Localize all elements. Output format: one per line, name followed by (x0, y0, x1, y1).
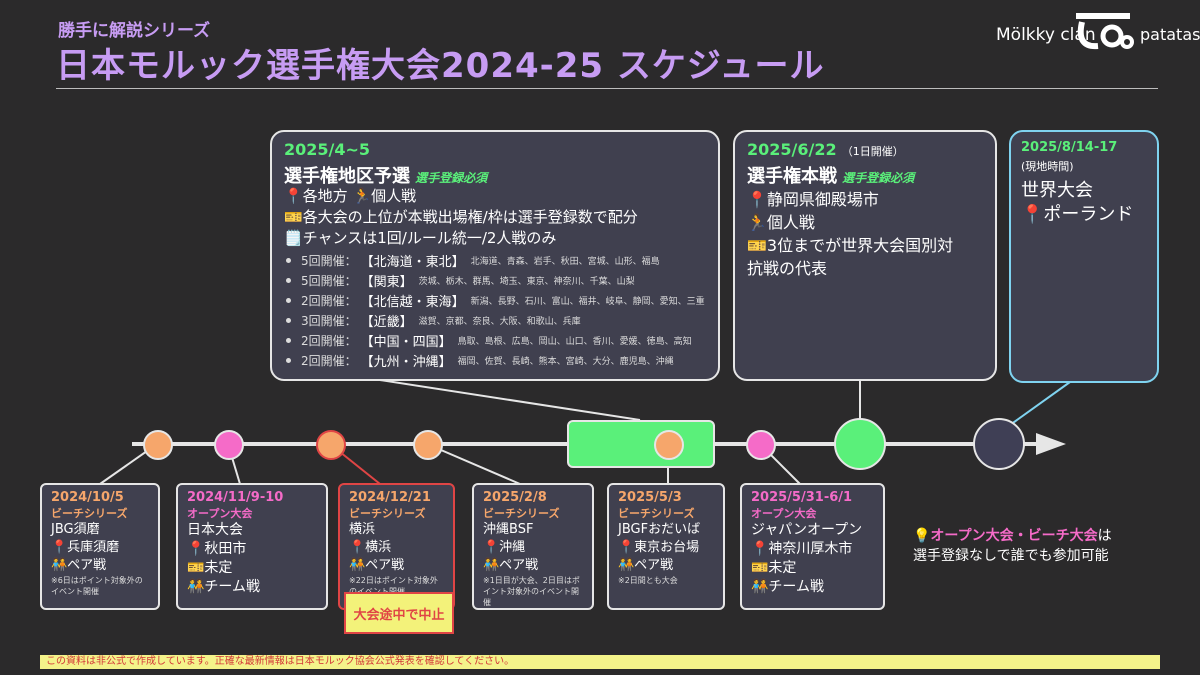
event-date: 2025/2/8 (483, 490, 547, 505)
event-type: ビーチシリーズ (618, 507, 695, 520)
event-date: 2024/10/5 (51, 490, 124, 505)
event-date: 2024/11/9-10 (187, 490, 284, 505)
timeline-dot-okinawa (413, 430, 443, 460)
event-name: JBG須磨 (51, 522, 100, 537)
event-card-yokohama: 2024/12/21 ビーチシリーズ 横浜 📍横浜 🧑‍🤝‍🧑ペア戦 ※22日は… (338, 483, 455, 610)
list-item: 2回開催：【北信越・東海】新潟、長野、石川、富山、福井、岐阜、静岡、愛知、三重 (284, 290, 705, 310)
main-event-qualify: 🎫3位までが世界大会国別対 (747, 236, 954, 255)
event-format: 🧑‍🤝‍🧑ペア戦 (618, 558, 674, 573)
timeline-dot-odaiba (654, 430, 684, 460)
main-event-name: 選手権本戦 (747, 166, 837, 187)
event-place: 📍神奈川厚木市 (751, 541, 853, 557)
event-card-atsugi: 2025/5/31-6/1 オープン大会 ジャパンオープン 📍神奈川厚木市 🎫未… (740, 483, 885, 610)
disclaimer-footer: この資料は非公式で作成しています。正確な最新情報は日本モルック協会公式発表を確認… (40, 655, 1160, 669)
event-name: ジャパンオープン (751, 522, 863, 538)
timeline-dot-sume (143, 430, 173, 460)
event-date: 2024/12/21 (349, 490, 431, 505)
open-note-line2: 選手登録なしで誰でも参加可能 (913, 548, 1109, 564)
page-title: 日本モルック選手権大会2024-25 スケジュール (56, 46, 825, 86)
event-card-akita: 2024/11/9-10 オープン大会 日本大会 📍秋田市 🎫未定 🧑‍🤝‍🧑チ… (176, 483, 328, 610)
event-note: ※6日はポイント対象外のイベント開催 (51, 576, 143, 596)
timeline-arrow-icon (1036, 433, 1066, 455)
patatas-logo-icon (1076, 13, 1134, 50)
world-date: 2025/8/14-17 (1021, 140, 1118, 155)
event-place: 📍沖縄 (483, 540, 526, 555)
regional-period-bar (567, 420, 715, 468)
main-event-tag: 選手登録必須 (842, 171, 915, 185)
event-place: 📍東京お台場 (618, 540, 700, 555)
main-event-format: 🏃個人戦 (747, 213, 815, 232)
event-format: 🧑‍🤝‍🧑ペア戦 (349, 558, 405, 573)
region-list: 5回開催：【北海道・東北】北海道、青森、岩手、秋田、宮城、山形、福島 5回開催：… (284, 250, 705, 370)
open-event-note: 💡オープン大会・ビーチ大会は 選手登録なしで誰でも参加可能 (913, 526, 1112, 566)
event-place: 📍横浜 (349, 540, 392, 555)
list-item: 5回開催：【関東】茨城、栃木、群馬、埼玉、東京、神奈川、千葉、山梨 (284, 270, 705, 290)
timeline-dot-japan-open-atsugi (746, 430, 776, 460)
event-card-okinawa: 2025/2/8 ビーチシリーズ 沖縄BSF 📍沖縄 🧑‍🤝‍🧑ペア戦 ※1日目… (472, 483, 594, 610)
event-card-sume: 2024/10/5 ビーチシリーズ JBG須磨 📍兵庫須磨 🧑‍🤝‍🧑ペア戦 ※… (40, 483, 160, 610)
regional-date: 2025/4~5 (284, 140, 371, 159)
open-note-highlight: 💡オープン大会・ビーチ大会 (913, 528, 1098, 544)
event-card-odaiba: 2025/5/3 ビーチシリーズ JBGFおだいば 📍東京お台場 🧑‍🤝‍🧑ペア… (607, 483, 725, 610)
timeline-dot-main-event (834, 418, 886, 470)
event-name: JBGFおだいば (618, 522, 701, 537)
header-divider (56, 88, 1158, 89)
event-note: ※22日はポイント対象外のイベント開催 (349, 576, 438, 596)
world-championship-card: 2025/8/14-17 (現地時間) 世界大会 📍ポーランド (1009, 130, 1159, 383)
event-ticket: 🎫未定 (751, 560, 797, 576)
event-date: 2025/5/3 (618, 490, 682, 505)
event-ticket: 🎫未定 (187, 560, 233, 576)
event-format: 🧑‍🤝‍🧑チーム戦 (187, 579, 261, 595)
event-name: 沖縄BSF (483, 522, 534, 537)
main-event-date: 2025/6/22 (747, 140, 837, 159)
event-format: 🧑‍🤝‍🧑チーム戦 (751, 579, 825, 595)
regional-tag: 選手登録必須 (415, 171, 488, 185)
event-format: 🧑‍🤝‍🧑ペア戦 (483, 558, 539, 573)
brand-name-right: patatas (1140, 25, 1200, 44)
regional-name: 選手権地区予選 (284, 166, 410, 187)
event-type: オープン大会 (187, 507, 253, 520)
event-note: ※2日間とも大会 (618, 576, 678, 585)
timeline-dot-japan-open-akita (214, 430, 244, 460)
open-note-suffix: は (1097, 528, 1112, 544)
event-date: 2025/5/31-6/1 (751, 490, 853, 505)
timeline-dot-world (973, 418, 1025, 470)
main-event-card: 2025/6/22 （1日開催） 選手権本戦 選手登録必須 📍静岡県御殿場市 🏃… (733, 130, 997, 381)
event-format: 🧑‍🤝‍🧑ペア戦 (51, 558, 107, 573)
list-item: 5回開催：【北海道・東北】北海道、青森、岩手、秋田、宮城、山形、福島 (284, 250, 705, 270)
event-name: 日本大会 (187, 522, 243, 538)
event-place: 📍兵庫須磨 (51, 540, 120, 555)
list-item: 2回開催：【九州・沖縄】福岡、佐賀、長崎、熊本、宮崎、大分、鹿児島、沖縄 (284, 350, 705, 370)
event-place: 📍秋田市 (187, 541, 247, 557)
list-item: 2回開催：【中国・四国】鳥取、島根、広島、岡山、山口、香川、愛媛、徳島、高知 (284, 330, 705, 350)
main-event-note: （1日開催） (841, 145, 904, 158)
event-type: オープン大会 (751, 507, 817, 520)
event-type: ビーチシリーズ (51, 507, 128, 520)
world-name: 世界大会 (1021, 180, 1093, 201)
regional-line2: 🎫各大会の上位が本戦出場権/枠は選手登録数で配分 (284, 208, 638, 226)
cancelled-badge: 大会途中で中止 (344, 592, 454, 634)
regional-line1: 📍各地方 🏃個人戦 (284, 187, 417, 205)
event-type: ビーチシリーズ (483, 507, 560, 520)
event-note: ※1日目が大会、2日目はポイント対象外のイベント開催 (483, 576, 580, 607)
list-item: 3回開催：【近畿】滋賀、京都、奈良、大阪、和歌山、兵庫 (284, 310, 705, 330)
event-name: 横浜 (349, 522, 376, 537)
main-event-qualify-2: 抗戦の代表 (747, 259, 828, 278)
event-type: ビーチシリーズ (349, 507, 426, 520)
brand-name-left: Mölkky clan (996, 25, 1096, 45)
world-place: 📍ポーランド (1021, 204, 1134, 225)
main-event-place: 📍静岡県御殿場市 (747, 190, 879, 209)
timeline-dot-yokohama (316, 430, 346, 460)
regional-line3: 🗒️チャンスは1回/ルール統一/2人戦のみ (284, 229, 557, 247)
series-subtitle: 勝手に解説シリーズ (58, 21, 211, 41)
regional-qualifier-card: 2025/4~5 選手権地区予選 選手登録必須 📍各地方 🏃個人戦 🎫各大会の上… (270, 130, 720, 381)
world-note: (現地時間) (1021, 160, 1074, 173)
